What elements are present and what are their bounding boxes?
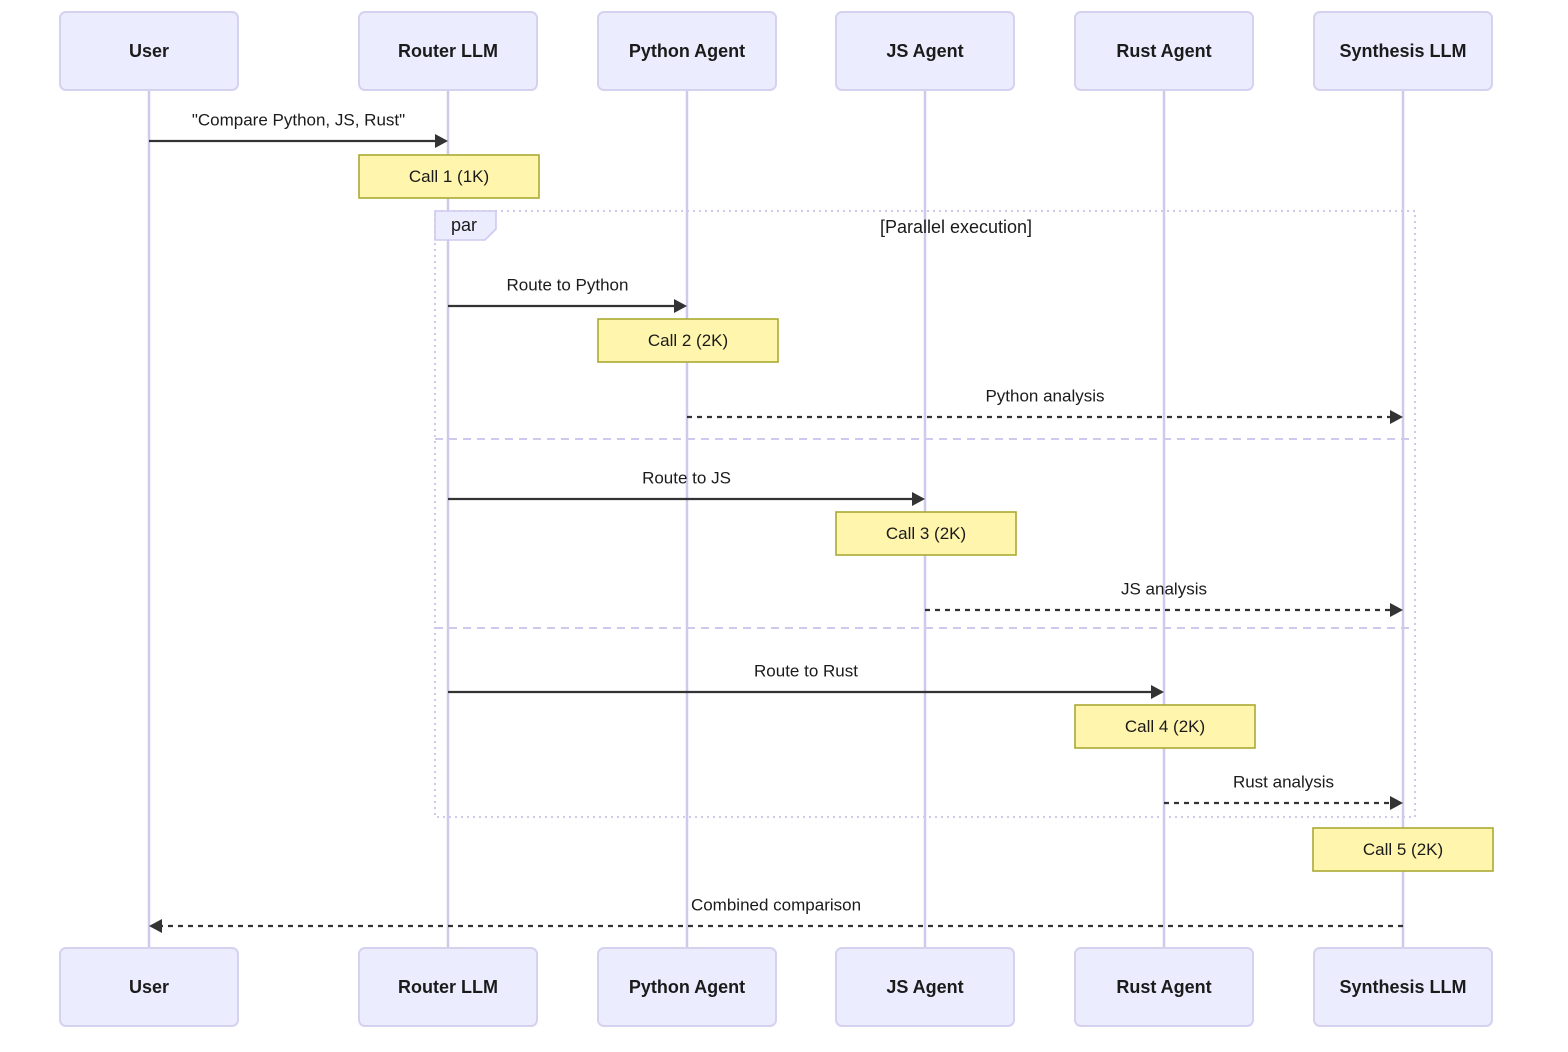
participant-label-synthesis-bottom: Synthesis LLM — [1339, 977, 1466, 997]
participant-box-synthesis-top[interactable] — [1313, 11, 1493, 91]
participant-box-python-top[interactable] — [597, 11, 777, 91]
note-box-n2 — [597, 318, 779, 363]
message-arrowhead-m5 — [1390, 603, 1403, 617]
note-box-n4 — [1074, 704, 1256, 749]
participant-box-js-top[interactable] — [835, 11, 1015, 91]
note-label-n3: Call 3 (2K) — [886, 524, 966, 543]
note-label-n1: Call 1 (1K) — [409, 167, 489, 186]
message-arrowhead-m2 — [674, 299, 687, 313]
message-arrowhead-m1 — [435, 134, 448, 148]
participant-label-synthesis-top: Synthesis LLM — [1339, 41, 1466, 61]
participant-label-user-top: User — [129, 41, 169, 61]
note-box-n1 — [358, 154, 540, 199]
parallel-fragment-tab — [434, 210, 497, 241]
participant-box-user-bottom[interactable] — [59, 947, 239, 1027]
parallel-fragment-title: [Parallel execution] — [880, 217, 1032, 237]
participant-box-user-top[interactable] — [59, 11, 239, 91]
participant-label-rust-bottom: Rust Agent — [1116, 977, 1211, 997]
message-arrowhead-m4 — [912, 492, 925, 506]
participant-box-router-bottom[interactable] — [358, 947, 538, 1027]
participant-label-router-bottom: Router LLM — [398, 977, 498, 997]
lifelines-group — [147, 90, 1405, 948]
message-label-m8: Combined comparison — [691, 895, 861, 914]
note-label-n2: Call 2 (2K) — [648, 331, 728, 350]
message-label-m6: Route to Rust — [754, 661, 858, 680]
note-label-n4: Call 4 (2K) — [1125, 717, 1205, 736]
participant-box-router-top[interactable] — [358, 11, 538, 91]
message-arrowhead-m3 — [1390, 410, 1403, 424]
note-box-n3 — [835, 511, 1017, 556]
participant-box-rust-bottom[interactable] — [1074, 947, 1254, 1027]
message-label-m7: Rust analysis — [1233, 772, 1334, 791]
message-label-m1: "Compare Python, JS, Rust" — [192, 110, 405, 129]
message-arrowhead-m8 — [149, 919, 162, 933]
participant-label-js-top: JS Agent — [886, 41, 963, 61]
parallel-fragment-border — [434, 210, 1416, 818]
notes-group: Call 1 (1K) Call 2 (2K) Call 3 (2K) Call 4 … — [358, 154, 1494, 872]
participant-label-user-bottom: User — [129, 977, 169, 997]
participant-box-synthesis-bottom[interactable] — [1313, 947, 1493, 1027]
message-label-m3: Python analysis — [985, 386, 1104, 405]
parallel-fragment-group: par [Parallel execution] — [434, 210, 1416, 818]
message-label-m2: Route to Python — [507, 275, 629, 294]
participant-box-rust-top[interactable] — [1074, 11, 1254, 91]
participant-label-python-top: Python Agent — [629, 41, 745, 61]
message-label-m5: JS analysis — [1121, 579, 1207, 598]
participant-label-router-top: Router LLM — [398, 41, 498, 61]
participant-label-python-bottom: Python Agent — [629, 977, 745, 997]
message-arrowhead-m6 — [1151, 685, 1164, 699]
message-label-m4: Route to JS — [642, 468, 731, 487]
participant-label-rust-top: Rust Agent — [1116, 41, 1211, 61]
participant-box-python-bottom[interactable] — [597, 947, 777, 1027]
participant-label-js-bottom: JS Agent — [886, 977, 963, 997]
parallel-fragment-keyword: par — [451, 215, 477, 235]
note-box-n5 — [1312, 827, 1494, 872]
participant-box-js-bottom[interactable] — [835, 947, 1015, 1027]
message-arrowhead-m7 — [1390, 796, 1403, 810]
note-label-n5: Call 5 (2K) — [1363, 840, 1443, 859]
messages-group: "Compare Python, JS, Rust" Route to Pytho… — [149, 110, 1403, 933]
